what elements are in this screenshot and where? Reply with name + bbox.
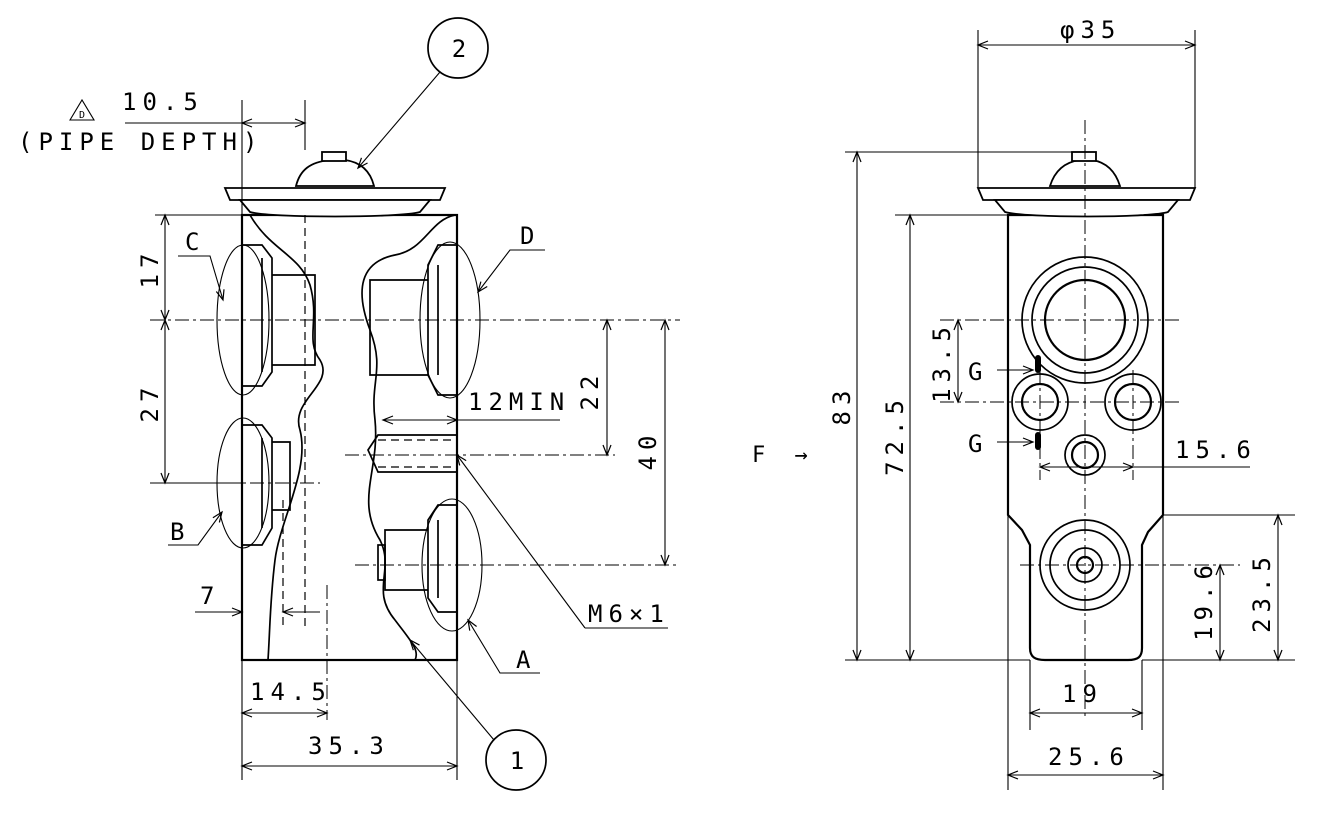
dim-left-vertical: 17 27	[136, 213, 242, 485]
dim-15-6-label: 15.6	[1175, 436, 1257, 464]
dim-12min: 12MIN	[381, 388, 570, 425]
dim-14-5-label: 14.5	[250, 678, 332, 706]
dim-27-label: 27	[136, 382, 164, 423]
valve-body-side	[1006, 213, 1165, 662]
section-break-left	[249, 214, 324, 661]
balloon-1: 1	[408, 638, 547, 791]
port-a-label: A	[516, 646, 536, 674]
dim-40-label: 40	[634, 430, 662, 471]
svg-text:1: 1	[510, 747, 524, 775]
dim-35-3-label: 35.3	[308, 732, 390, 760]
dim-right-heights: 19.6 23.5	[1142, 513, 1295, 662]
balloon-2: 2	[356, 17, 489, 170]
dim-bottom-widths: 19 25.6	[1006, 515, 1165, 790]
dim-dia35: φ35	[976, 16, 1197, 188]
dim-25-6-label: 25.6	[1048, 743, 1130, 771]
dim-17-label: 17	[136, 248, 164, 289]
right-view: G G φ35 83 72.5 13.5	[752, 16, 1295, 790]
dim-7-label: 7	[200, 582, 220, 610]
dim-19-label: 19	[1062, 680, 1103, 708]
thread-label: M6×1	[588, 600, 670, 628]
dim-23-5-label: 23.5	[1248, 551, 1276, 633]
port-b-label: B	[170, 518, 190, 546]
dim-12min-label: 12MIN	[468, 388, 570, 416]
dim-13-5-label: 13.5	[928, 321, 956, 403]
g-mark-top	[1035, 355, 1041, 373]
dim-72-5-label: 72.5	[881, 394, 909, 476]
delta-symbol: D	[79, 110, 85, 121]
diaphragm-cap-side	[976, 151, 1197, 218]
svg-text:2: 2	[452, 35, 466, 63]
g-label-top: G	[968, 358, 988, 386]
dim-bottom-horizontal: 14.5 35.3	[240, 660, 459, 780]
dim-pipe-depth: D 10.5 (PIPE DEPTH)	[18, 88, 307, 215]
dim-13-5: 13.5	[928, 318, 963, 404]
dim-right-vertical: 22 40	[576, 318, 670, 567]
port-labels: C B D A	[168, 222, 545, 674]
threaded-hole-m6	[367, 434, 457, 473]
dim-10-5-label: 10.5	[122, 88, 204, 116]
g-label-bottom: G	[968, 430, 988, 458]
dim-heights: 83 72.5	[828, 150, 1075, 662]
left-view: D 10.5 (PIPE DEPTH) 17 27 22 40 12MIN	[18, 17, 680, 791]
dim-83-label: 83	[828, 385, 856, 426]
port-c	[216, 244, 316, 396]
dim-dia35-label: φ35	[1060, 16, 1121, 44]
dim-7: 7	[195, 582, 320, 617]
dim-19-6-label: 19.6	[1190, 559, 1218, 641]
thread-leader: M6×1	[456, 453, 670, 629]
pipe-depth-note: (PIPE DEPTH)	[18, 128, 263, 156]
diaphragm-cap	[223, 151, 447, 218]
view-f-label: F →	[752, 443, 816, 468]
dim-15-6: 15.6	[1038, 436, 1257, 472]
section-break-right	[361, 214, 456, 661]
dim-22-label: 22	[576, 370, 604, 411]
port-d-label: D	[520, 222, 540, 250]
port-c-label: C	[185, 228, 205, 256]
